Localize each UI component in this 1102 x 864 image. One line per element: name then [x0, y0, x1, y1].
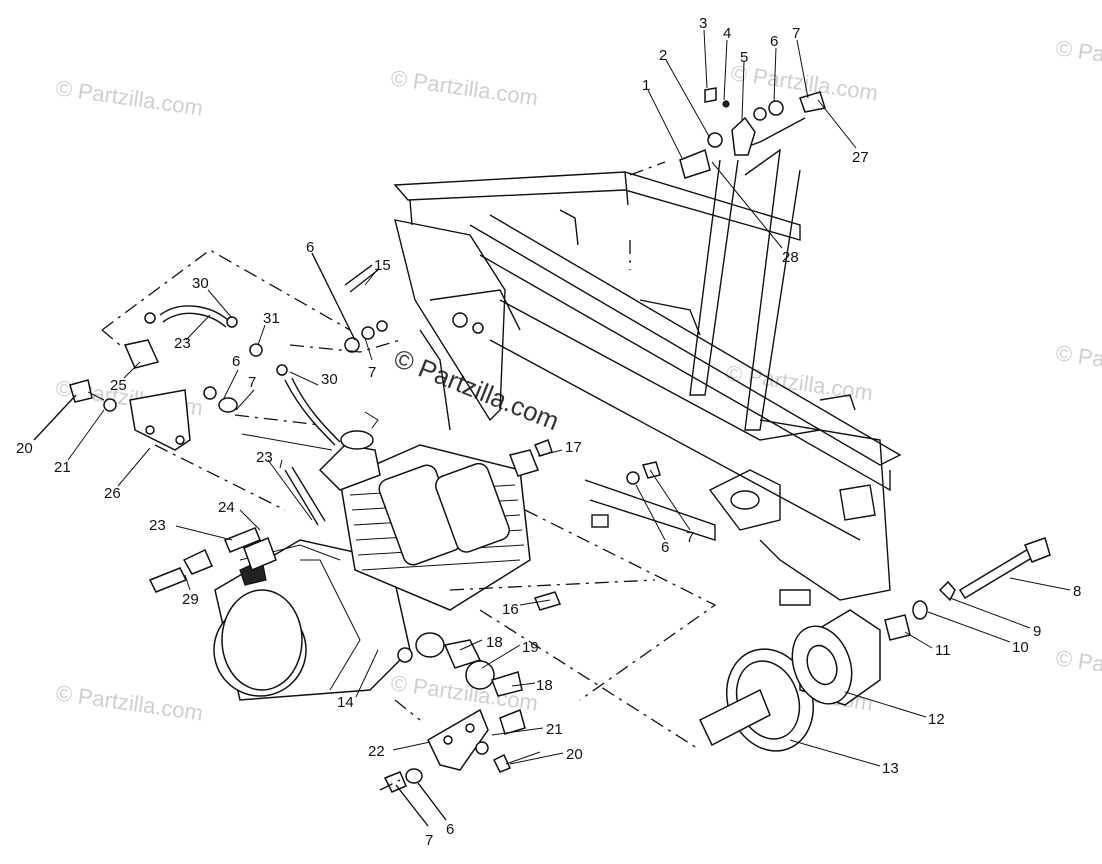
callout-label: 26: [104, 485, 121, 502]
callout-label: 7: [686, 529, 694, 546]
callout-labels: 1 2 3 4 5 6 7 27 28 15 6 7 30 31 23 25 6…: [16, 15, 1081, 849]
callout-label: 6: [232, 353, 240, 370]
watermark: © Partzilla.com: [1054, 645, 1102, 690]
callout-label: 18: [486, 634, 503, 651]
hardware: [69, 87, 826, 793]
callout-label: 23: [149, 517, 166, 534]
assembly-lines: [101, 161, 717, 791]
callout-label: 29: [182, 591, 199, 608]
clutch-assembly: [699, 537, 1051, 752]
watermark: © Partzilla.com: [54, 75, 204, 120]
watermark: © Partzilla.com: [1054, 340, 1102, 385]
callout-label: 6: [661, 539, 669, 556]
callout-label: 1: [642, 77, 650, 94]
frame: [393, 117, 902, 606]
callout-label: 20: [16, 440, 33, 457]
callout-label: 6: [770, 33, 778, 50]
callout-label: 9: [1033, 623, 1041, 640]
callout-label: 22: [368, 743, 385, 760]
callout-label: 7: [248, 374, 256, 391]
callout-label: 20: [566, 746, 583, 763]
callout-label: 15: [374, 257, 391, 274]
callout-label: 30: [192, 275, 209, 292]
watermarks: © Partzilla.com © Partzilla.com © Partzi…: [54, 35, 1102, 725]
watermark: © Partzilla.com: [54, 680, 204, 725]
callout-label: 21: [546, 721, 563, 738]
callout-label: 10: [1012, 639, 1029, 656]
callout-label: 27: [852, 149, 869, 166]
callout-label: 28: [782, 249, 799, 266]
callout-label: 3: [699, 15, 707, 32]
callout-label: 25: [110, 377, 127, 394]
callout-label: 2: [659, 47, 667, 64]
callout-label: 11: [935, 642, 951, 659]
callout-label: 4: [723, 25, 731, 42]
callout-label: 7: [368, 364, 376, 381]
callout-label: 13: [882, 760, 899, 777]
callout-label: 16: [502, 601, 519, 618]
callout-label: 18: [536, 677, 553, 694]
callout-label: 31: [263, 310, 280, 327]
engine: [213, 411, 531, 701]
watermark: © Partzilla.com: [389, 65, 539, 110]
callout-label: 14: [337, 694, 354, 711]
callout-label: 23: [174, 335, 191, 352]
callout-label: 6: [306, 239, 314, 256]
callout-label: 7: [792, 25, 800, 42]
callout-label: 21: [54, 459, 71, 476]
callout-label: 7: [425, 832, 433, 849]
callout-label: 8: [1073, 583, 1081, 600]
callout-label: 17: [565, 439, 582, 456]
leader-lines: [33, 29, 1071, 827]
callout-label: 23: [256, 449, 273, 466]
callout-label: 6: [446, 821, 454, 838]
callout-label: 5: [740, 49, 748, 66]
callout-label: 24: [218, 499, 235, 516]
callout-label: 12: [928, 711, 945, 728]
callout-label: 19: [522, 639, 539, 656]
watermark-center: © Partzilla.com: [390, 343, 564, 436]
watermark: © Partzilla.com: [1054, 35, 1102, 80]
callout-label: 30: [321, 371, 338, 388]
watermark: © Partzilla.com: [724, 360, 874, 405]
